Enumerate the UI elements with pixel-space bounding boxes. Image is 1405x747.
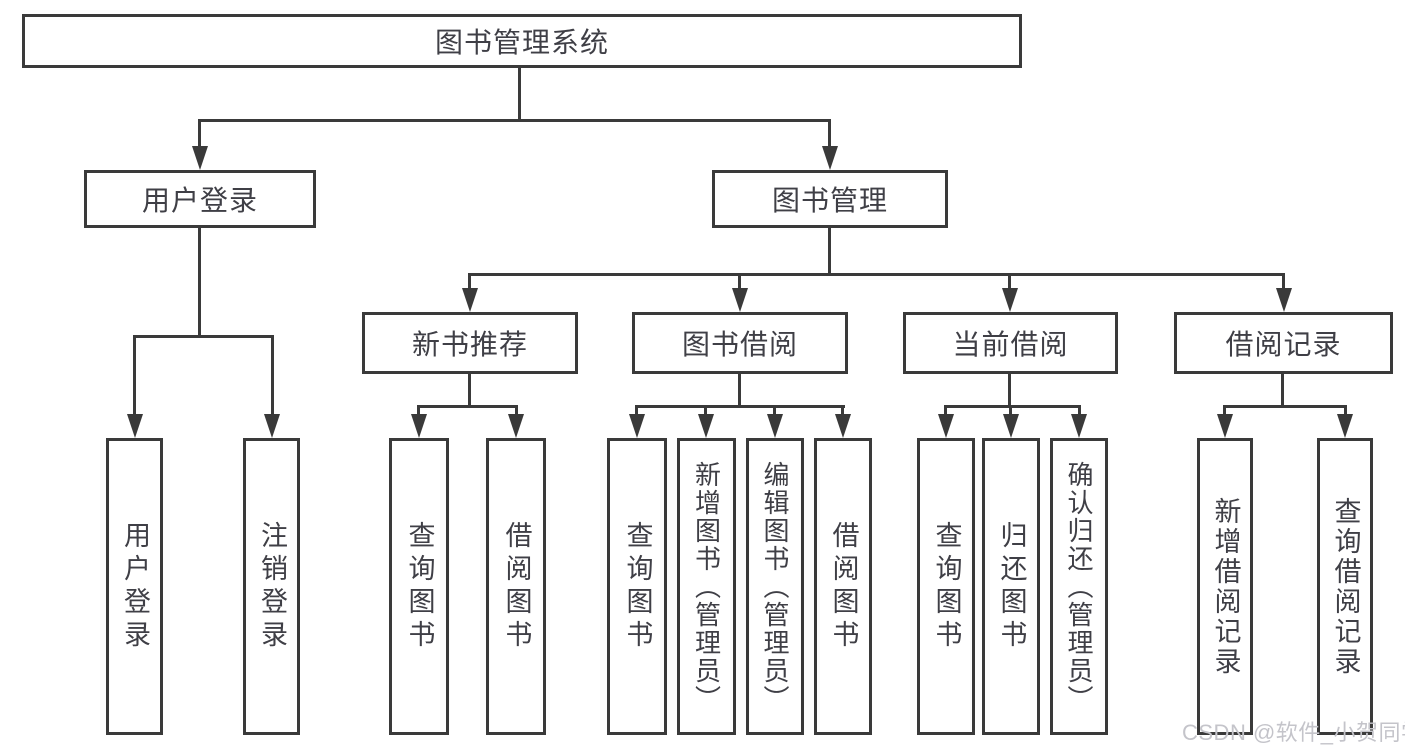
connector-bookborrow-rail [635, 405, 845, 408]
connector-drop-book-mgmt [828, 119, 831, 146]
arrowhead-bb-borrow [835, 414, 851, 438]
arrowhead-bb-edit [767, 414, 783, 438]
connector-records-stem [1281, 374, 1284, 405]
leaf-user-login: 用户登录 [106, 438, 163, 735]
arrowhead-bb-query [629, 414, 645, 438]
node-current-borrow: 当前借阅 [903, 312, 1118, 374]
arrowhead-new-books [462, 288, 478, 312]
leaf-bb-borrow-label: 借阅图书 [828, 520, 859, 653]
arrowhead-borrow-records [1276, 288, 1292, 312]
arrowhead-cb-return [1003, 414, 1019, 438]
node-new-books: 新书推荐 [362, 312, 578, 374]
connector-bookmgmt-rail [468, 273, 1285, 276]
arrowhead-book-mgmt [822, 146, 838, 170]
connector-records-rail [1223, 405, 1347, 408]
leaf-newbooks-borrow: 借阅图书 [486, 438, 546, 735]
connector-drop-borrow-records [1282, 273, 1285, 288]
leaf-bb-query: 查询图书 [607, 438, 667, 735]
arrowhead-cb-confirm [1071, 414, 1087, 438]
connector-bookborrow-stem [738, 374, 741, 405]
leaf-rec-query: 查询借阅记录 [1317, 438, 1373, 735]
connector-currentborrow-rail [944, 405, 1081, 408]
connector-currentborrow-stem [1008, 374, 1011, 405]
connector-drop-nb-query [417, 405, 420, 414]
leaf-bb-edit-label: 编辑图书（管理员） [760, 460, 790, 713]
node-root: 图书管理系统 [22, 14, 1022, 68]
csdn-watermark: CSDN @软件_小贺同学 [1182, 720, 1405, 745]
leaf-bb-query-label: 查询图书 [622, 520, 653, 653]
leaf-bb-add-label: 新增图书（管理员） [691, 460, 722, 713]
connector-userlogin-stem [198, 228, 201, 335]
node-book-borrow: 图书借阅 [632, 312, 848, 374]
connector-root-stem [518, 68, 521, 119]
connector-drop-bb-add [704, 405, 707, 414]
node-book-mgmt: 图书管理 [712, 170, 948, 228]
connector-drop-bb-query [635, 405, 638, 414]
arrowhead-bb-add [698, 414, 714, 438]
leaf-rec-add-label: 新增借阅记录 [1210, 496, 1241, 677]
connector-drop-rec-query [1344, 405, 1347, 414]
arrowhead-leaf-logout [264, 414, 280, 438]
leaf-user-login-label: 用户登录 [120, 520, 150, 653]
arrowhead-rec-add [1217, 414, 1233, 438]
arrowhead-nb-borrow [508, 414, 524, 438]
leaf-cb-query-label: 查询图书 [931, 520, 962, 653]
leaf-cb-return-label: 归还图书 [996, 520, 1027, 653]
connector-drop-leaf-login [133, 335, 136, 414]
arrowhead-rec-query [1337, 414, 1353, 438]
connector-newbooks-rail [417, 405, 518, 408]
connector-drop-cb-confirm [1078, 405, 1081, 414]
node-user-login: 用户登录 [84, 170, 316, 228]
arrowhead-current-borrow [1002, 288, 1018, 312]
connector-drop-new-books [468, 273, 471, 288]
leaf-cb-return: 归还图书 [982, 438, 1040, 735]
connector-userlogin-rail [133, 335, 274, 338]
connector-drop-book-borrow [738, 273, 741, 288]
node-book-mgmt-label: 图书管理 [771, 185, 888, 216]
arrowhead-user-login [192, 146, 208, 170]
leaf-cb-query: 查询图书 [917, 438, 975, 735]
node-current-borrow-label: 当前借阅 [952, 329, 1069, 360]
leaf-newbooks-query: 查询图书 [389, 438, 449, 735]
connector-bookmgmt-stem [828, 228, 831, 273]
arrowhead-leaf-login [127, 414, 143, 438]
connector-drop-cb-query [944, 405, 947, 414]
leaf-cb-confirm: 确认归还（管理员） [1050, 438, 1108, 735]
leaf-rec-add: 新增借阅记录 [1197, 438, 1253, 735]
node-new-books-label: 新书推荐 [411, 329, 528, 360]
node-user-login-label: 用户登录 [141, 185, 258, 216]
arrowhead-nb-query [411, 414, 427, 438]
connector-drop-leaf-logout [271, 335, 274, 414]
connector-drop-rec-add [1223, 405, 1226, 414]
connector-newbooks-stem [468, 374, 471, 405]
node-borrow-records: 借阅记录 [1174, 312, 1393, 374]
arrowhead-cb-query [938, 414, 954, 438]
leaf-newbooks-query-label: 查询图书 [404, 520, 435, 653]
connector-drop-nb-borrow [515, 405, 518, 414]
leaf-cb-confirm-label: 确认归还（管理员） [1064, 460, 1094, 713]
leaf-rec-query-label: 查询借阅记录 [1330, 496, 1361, 677]
connector-drop-current-borrow [1008, 273, 1011, 288]
leaf-logout: 注销登录 [243, 438, 300, 735]
leaf-logout-label: 注销登录 [257, 520, 287, 653]
connector-root-rail [198, 119, 831, 122]
connector-drop-cb-return [1009, 405, 1012, 414]
node-borrow-records-label: 借阅记录 [1225, 329, 1342, 360]
node-root-label: 图书管理系统 [434, 27, 609, 58]
node-book-borrow-label: 图书借阅 [681, 329, 798, 360]
leaf-bb-borrow: 借阅图书 [814, 438, 872, 735]
leaf-bb-edit: 编辑图书（管理员） [746, 438, 804, 735]
connector-drop-bb-edit [773, 405, 776, 414]
arrowhead-book-borrow [732, 288, 748, 312]
connector-drop-user-login [198, 119, 201, 146]
connector-drop-bb-borrow [841, 405, 844, 414]
leaf-bb-add: 新增图书（管理员） [677, 438, 736, 735]
leaf-newbooks-borrow-label: 借阅图书 [501, 520, 532, 653]
